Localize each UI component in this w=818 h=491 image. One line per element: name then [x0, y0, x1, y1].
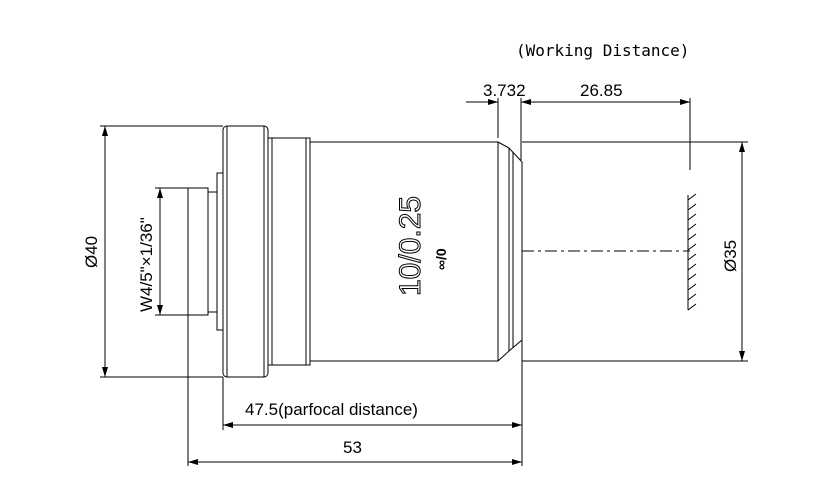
dim-diameter-40: Ø40 [82, 125, 223, 378]
total-length-label: 53 [343, 438, 362, 457]
parfocal-label: 47.5(parfocal distance) [245, 400, 418, 419]
dim-diameter-35: Ø35 [522, 141, 748, 362]
thread-label: W4/5"×1/36" [137, 217, 156, 312]
diameter-40-label: Ø40 [82, 236, 101, 268]
offset-label: 3.732 [483, 81, 526, 100]
dim-thread: W4/5"×1/36" [137, 187, 188, 316]
magnification-label: 10/0.25 [394, 196, 427, 296]
specimen-hatch [687, 193, 697, 311]
diameter-35-label: Ø35 [721, 240, 740, 272]
working-distance-title: (Working Distance) [516, 41, 689, 60]
dim-parfocal: 47.5(parfocal distance) 53 [187, 315, 523, 466]
lens-body [187, 125, 523, 378]
tube-label: ∞/0 [433, 248, 449, 270]
lens-marking: 10/0.25 ∞/0 [394, 195, 450, 296]
working-distance-label: 26.85 [580, 81, 623, 100]
dim-working-distance: (Working Distance) 3.732 26.85 [466, 41, 697, 311]
